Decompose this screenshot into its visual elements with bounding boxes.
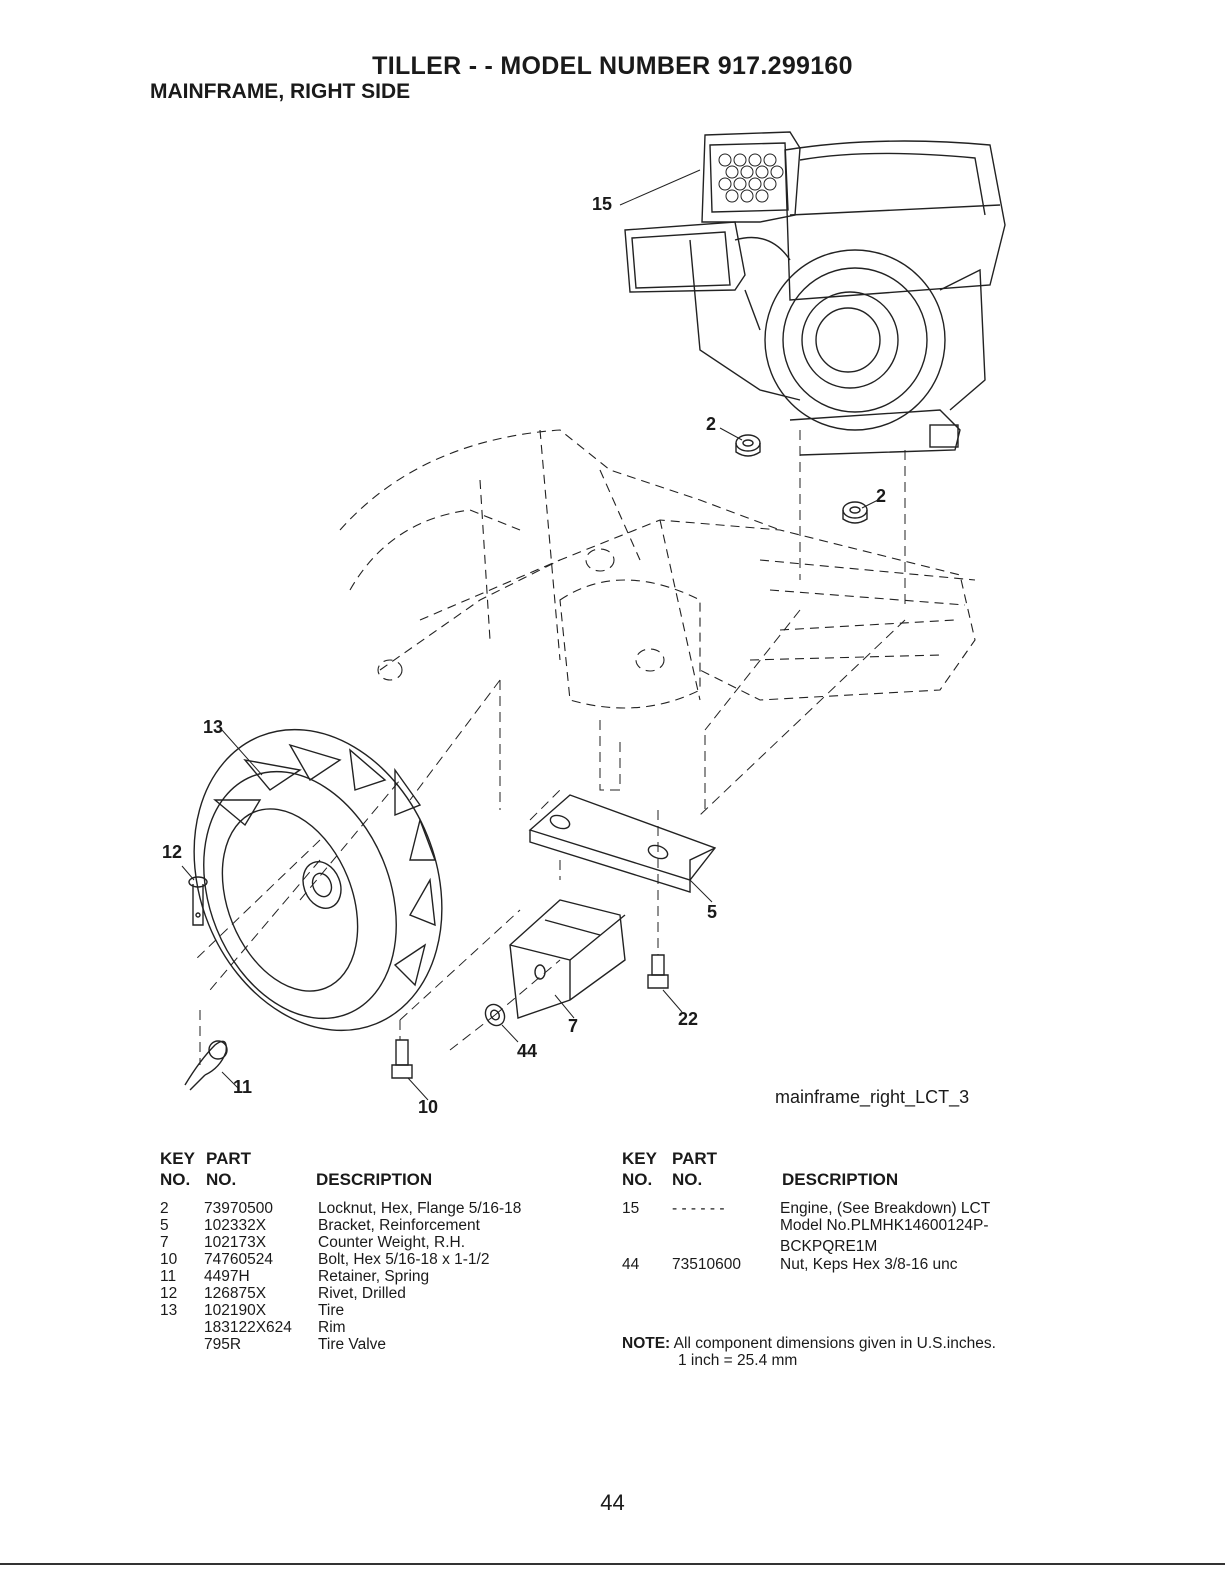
callout-2-upper: 2 [706, 414, 716, 434]
callout-44: 44 [517, 1041, 537, 1061]
col-desc-header: DESCRIPTION [316, 1170, 433, 1189]
callout-11: 11 [233, 1077, 252, 1097]
callout-12: 12 [162, 842, 182, 862]
exploded-parts-diagram: 15 2 2 13 12 5 22 7 44 11 10 mainframe_r… [162, 131, 1006, 1117]
callout-15: 15 [592, 194, 612, 214]
drilled-rivet [188, 876, 208, 926]
callout-22: 22 [678, 1009, 698, 1029]
tire-illustration [193, 728, 443, 1032]
retainer-spring [184, 1040, 228, 1091]
mainframe-ghost [339, 429, 976, 709]
locknut-lower [842, 501, 868, 524]
note-line-1: All component dimensions given in U.S.in… [673, 1335, 996, 1352]
dimension-note: NOTE: All component dimensions given in … [622, 1335, 996, 1369]
engine-illustration [624, 131, 1006, 456]
bottom-rule [0, 1563, 1225, 1565]
leader-lines [181, 169, 879, 1101]
page-title: TILLER - - MODEL NUMBER 917.299160 [372, 52, 853, 80]
locknut-upper [735, 434, 761, 457]
assembly-guide-lines [194, 430, 906, 1065]
col-desc-header: DESCRIPTION [782, 1170, 899, 1189]
table-row: BCKPQRE1M [780, 1238, 878, 1255]
page-number: 44 [600, 1490, 625, 1515]
note-label: NOTE: [622, 1335, 671, 1352]
callout-2-lower: 2 [876, 486, 886, 506]
section-subtitle: MAINFRAME, RIGHT SIDE [150, 80, 411, 103]
keps-nut [484, 1003, 506, 1027]
note-line-2: 1 inch = 25.4 mm [678, 1352, 798, 1369]
callout-7: 7 [568, 1016, 578, 1036]
callout-5: 5 [707, 902, 717, 922]
callout-13: 13 [203, 717, 223, 737]
table-row: 15- - - - - -Engine, (See Breakdown) LCT [622, 1200, 991, 1217]
reinforcement-bracket [528, 794, 717, 893]
hex-bolt-10 [391, 1039, 413, 1079]
table-row: Model No.PLMHK14600124P- [780, 1217, 989, 1234]
hex-bolt-22 [647, 954, 669, 989]
counter-weight [509, 899, 626, 1019]
diagram-caption: mainframe_right_LCT_3 [775, 1087, 969, 1108]
callout-10: 10 [418, 1097, 438, 1117]
